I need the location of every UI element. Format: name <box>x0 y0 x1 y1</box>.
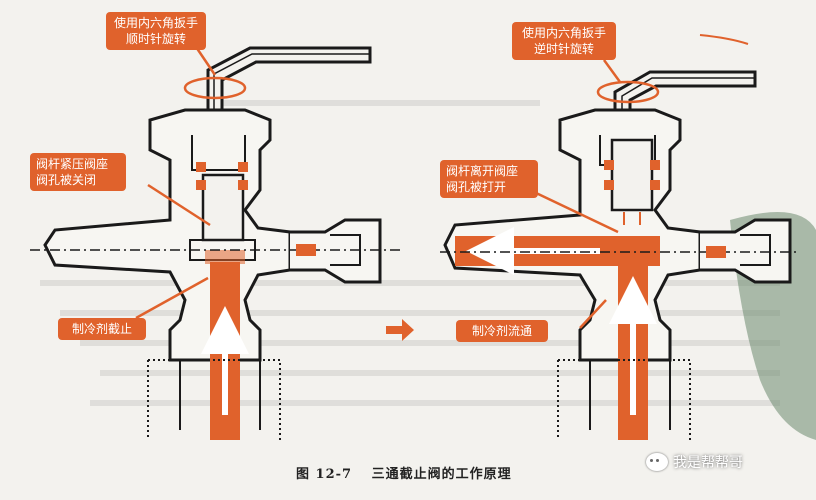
right-stem-callout: 阀杆离开阀座 阀孔被打开 <box>440 160 538 198</box>
right-rotate-callout-line2: 逆时针旋转 <box>533 42 594 56</box>
left-rotate-callout-line1: 使用内六角扳手 <box>113 16 198 30</box>
left-rotate-callout: 使用内六角扳手 顺时针旋转 <box>106 12 206 50</box>
figure-number: 图 12-7 <box>296 467 353 482</box>
right-flow-callout-text: 制冷剂流通 <box>471 324 532 338</box>
right-stem-callout-line2: 阀孔被打开 <box>446 180 507 194</box>
left-flow-callout-text: 制冷剂截止 <box>71 322 132 336</box>
right-rotate-callout-line1: 使用内六角扳手 <box>521 26 606 40</box>
right-stem-callout-line1: 阀杆离开阀座 <box>446 164 519 178</box>
left-bolts <box>196 162 316 256</box>
left-rotate-callout-line2: 顺时针旋转 <box>125 32 186 46</box>
right-rotate-callout: 使用内六角扳手 逆时针旋转 <box>512 22 616 60</box>
transition-arrow <box>386 319 414 341</box>
left-stem-callout-line2: 阀孔被关闭 <box>36 173 97 187</box>
left-stem-callout: 阀杆紧压阀座 阀孔被关闭 <box>30 153 126 191</box>
watermark: 我是帮帮哥 <box>646 452 743 472</box>
watermark-text: 我是帮帮哥 <box>673 455 743 471</box>
left-rotation-arrow <box>183 76 247 100</box>
right-key-motion-arrow <box>699 34 749 45</box>
left-base-outline <box>147 359 281 440</box>
right-flow-callout: 制冷剂流通 <box>456 320 548 342</box>
wechat-icon <box>646 453 668 471</box>
figure-title: 三通截止阀的工作原理 <box>371 467 512 482</box>
right-rotation-arrow <box>596 80 660 104</box>
background-text <box>40 100 780 406</box>
right-base-outline <box>557 359 691 440</box>
figure-caption: 图 12-7 三通截止阀的工作原理 <box>296 463 526 482</box>
left-flow-callout: 制冷剂截止 <box>58 318 146 340</box>
left-stem-callout-line1: 阀杆紧压阀座 <box>36 157 109 171</box>
right-bolts <box>604 160 726 258</box>
